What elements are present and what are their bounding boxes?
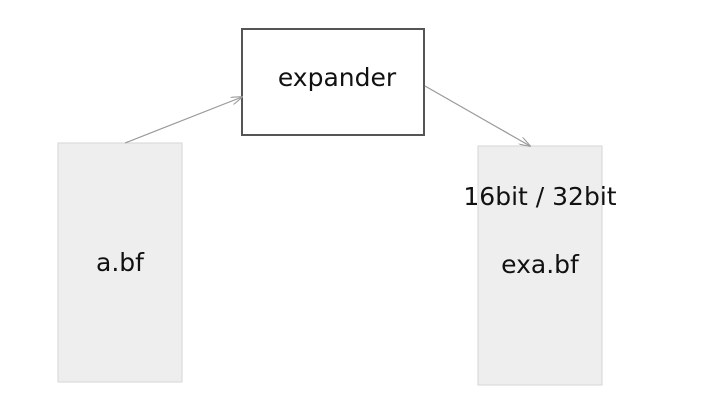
arrow-input-to-expander [124, 97, 242, 144]
output-file-node: exa.bf 16bit / 32bit [463, 145, 617, 386]
input-file-node: a.bf [57, 142, 183, 383]
arrow-expander-to-output [424, 85, 530, 146]
bit-depth-label: 16bit / 32bit [463, 182, 616, 211]
expander-node: expander [241, 28, 425, 136]
input-file-box [57, 142, 183, 383]
expander-box [241, 28, 425, 136]
output-file-box [477, 145, 603, 386]
expander-label: expander [278, 63, 397, 92]
input-file-label: a.bf [96, 248, 145, 277]
output-file-label: exa.bf [501, 250, 580, 279]
